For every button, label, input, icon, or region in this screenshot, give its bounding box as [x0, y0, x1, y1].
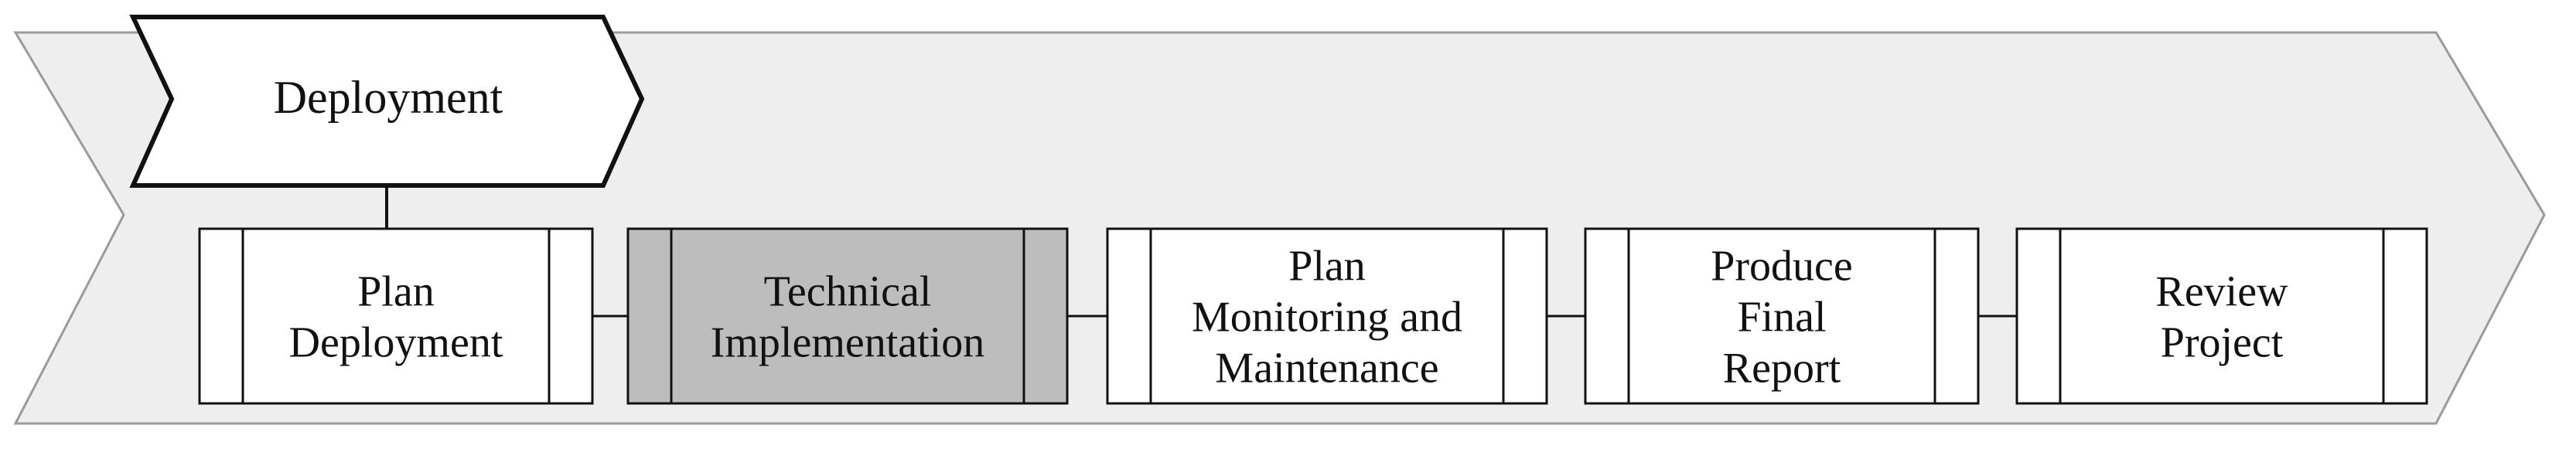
phase-label: Deployment: [274, 72, 503, 123]
task-label-line: Project: [2161, 319, 2284, 367]
task-label-line: Final: [1737, 294, 1826, 342]
task-label-line: Produce: [1711, 243, 1853, 291]
task-label-line: Maintenance: [1215, 345, 1438, 393]
task-box-frame: [198, 227, 594, 405]
task-box-frame: [1584, 227, 1980, 405]
task-label-line: Technical: [764, 268, 932, 316]
task-label-line: Review: [2155, 268, 2288, 316]
task-label-line: Deployment: [289, 319, 503, 367]
task-label-line: Plan: [357, 268, 435, 316]
task-label-line: Implementation: [711, 319, 985, 367]
task-box-frame: [2015, 227, 2428, 405]
phase-chevron: [129, 15, 645, 188]
task-row: PlanDeploymentTechnicalImplementationPla…: [198, 227, 2428, 405]
task-label-line: Monitoring and: [1192, 294, 1462, 342]
task-label-line: Report: [1723, 345, 1841, 393]
task-box-frame: [1106, 227, 1548, 405]
task-label-line: Plan: [1288, 243, 1366, 291]
task-box-frame: [626, 227, 1069, 405]
